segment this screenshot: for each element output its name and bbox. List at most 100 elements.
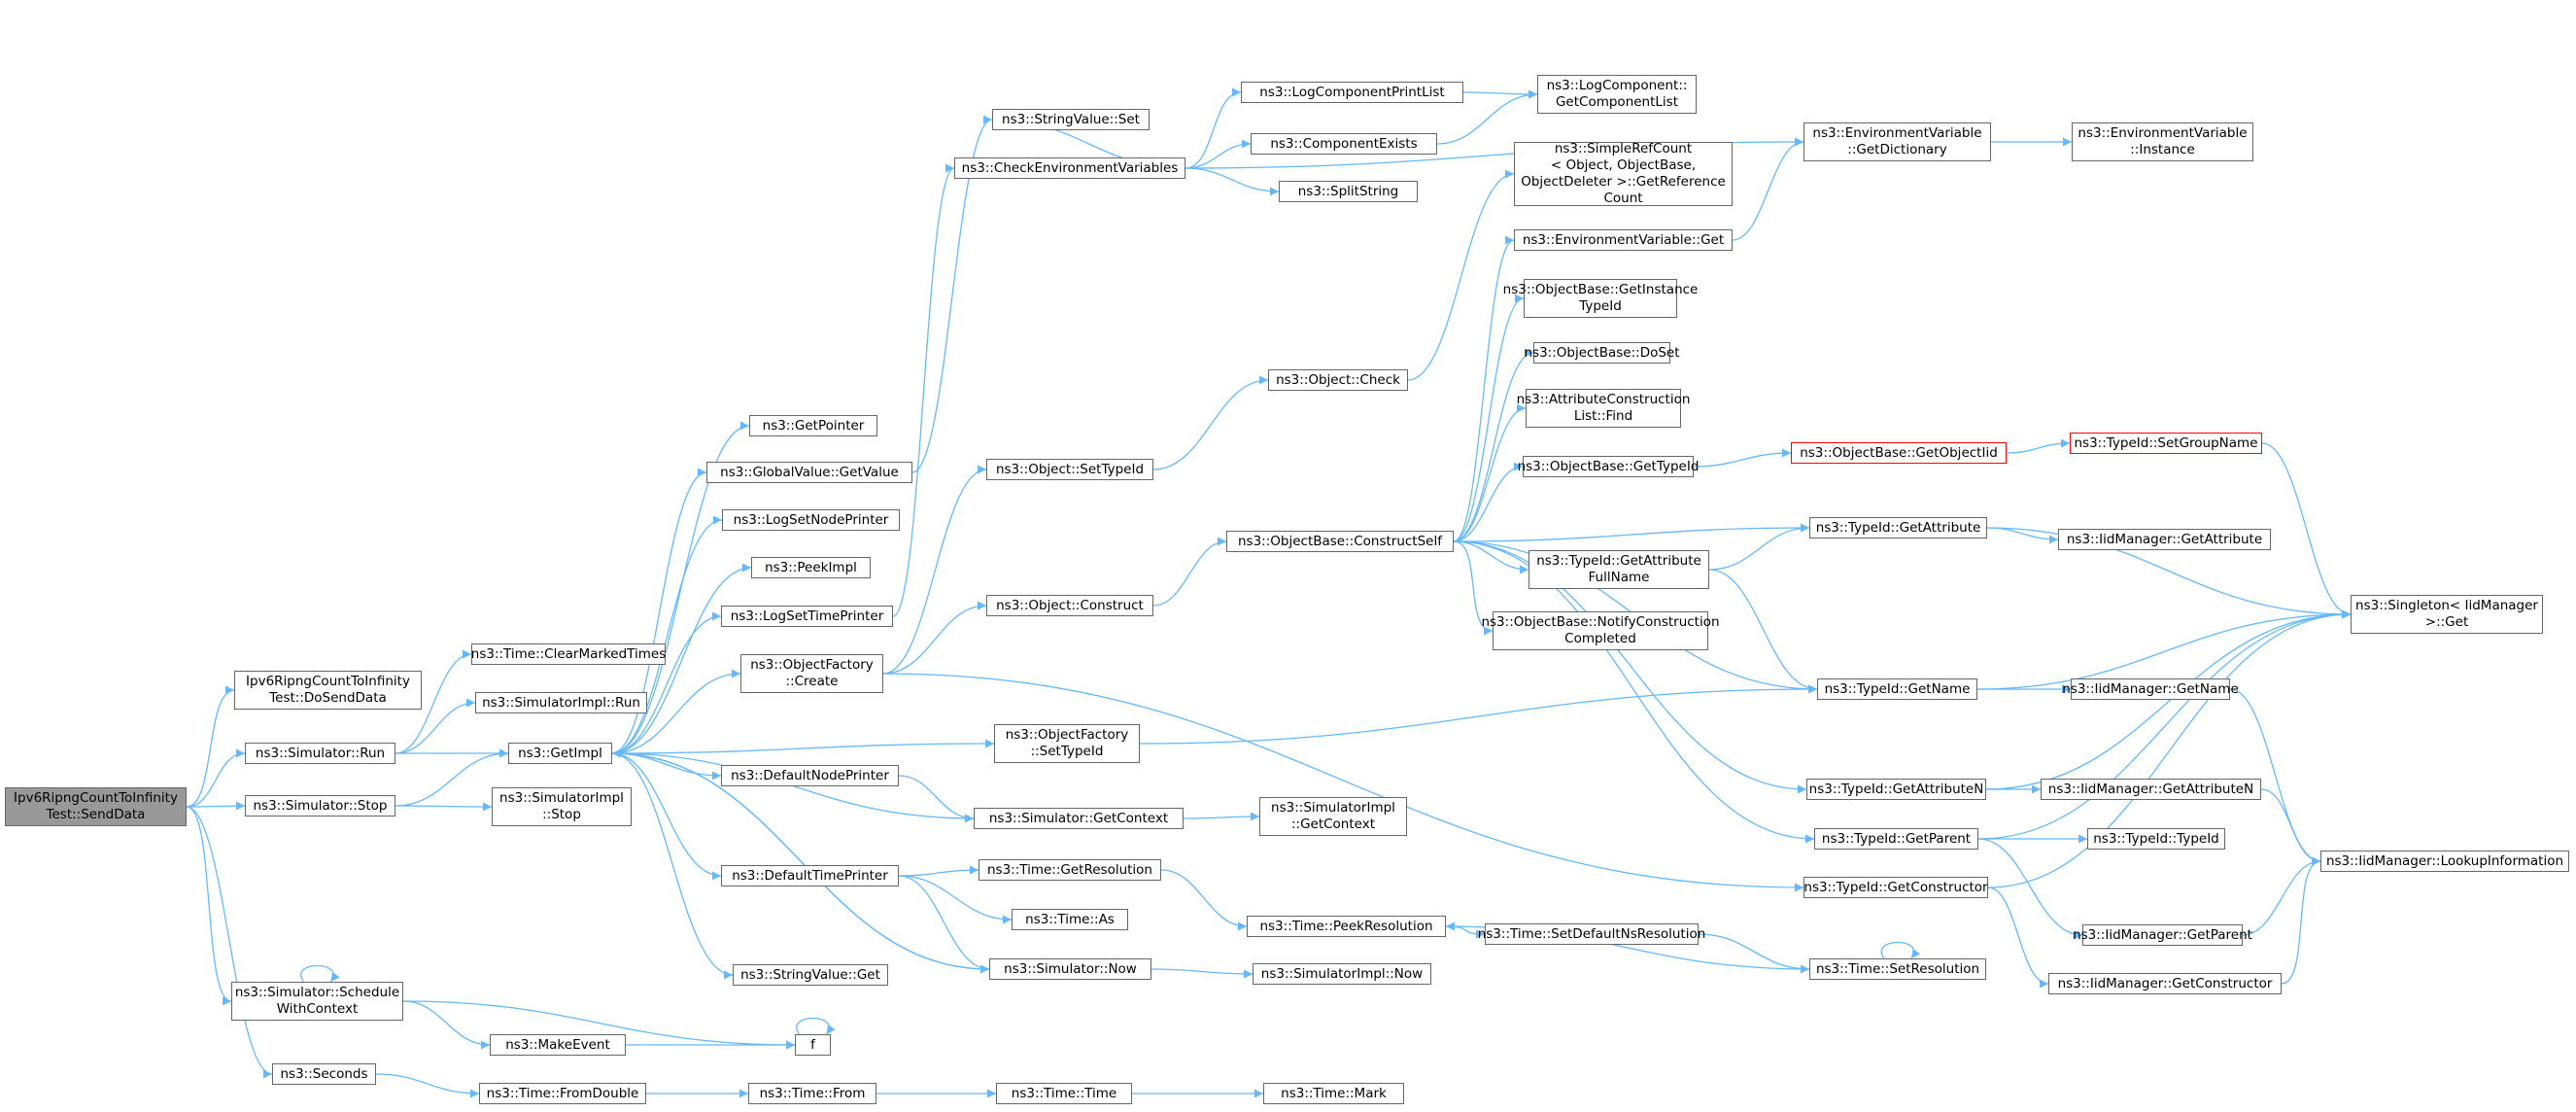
graph-node-peekres[interactable]: ns3::Time::PeekResolution: [1247, 916, 1446, 937]
graph-node-label: ::Stop: [542, 807, 581, 822]
graph-node-clearmarked[interactable]: ns3::Time::ClearMarkedTimes: [471, 643, 666, 665]
graph-node-f[interactable]: f: [795, 1034, 831, 1056]
graph-node-label: ::GetContext: [1290, 817, 1376, 832]
graph-node-tidtypeid[interactable]: ns3::TypeId::TypeId: [2087, 828, 2225, 850]
graph-node-ofcreate[interactable]: ns3::ObjectFactory::Create: [740, 654, 883, 693]
edge-simrun-to-clearmarked: [395, 649, 472, 754]
graph-node-label: ns3::TypeId::GetAttributeN: [1808, 781, 1984, 797]
graph-node-svget[interactable]: ns3::StringValue::Get: [733, 964, 888, 986]
graph-node-getimpl[interactable]: ns3::GetImpl: [508, 743, 612, 764]
edge-schedctx-to-f: [402, 1000, 796, 1050]
edge-seconds-to-fromdouble: [375, 1073, 480, 1098]
graph-node-tidgetattr[interactable]: ns3::TypeId::GetAttribute: [1809, 517, 1987, 539]
graph-node-label: ns3::ObjectBase::DoSet: [1524, 344, 1680, 361]
graph-node-timegetres[interactable]: ns3::Time::GetResolution: [979, 859, 1161, 881]
graph-node-obgettypeid[interactable]: ns3::ObjectBase::GetTypeId: [1518, 456, 1699, 477]
graph-node-singletonget[interactable]: ns3::Singleton< IidManager>::Get: [2351, 595, 2543, 634]
graph-node-makeevent[interactable]: ns3::MakeEvent: [490, 1034, 626, 1056]
graph-node-checkenv[interactable]: ns3::CheckEnvironmentVariables: [954, 157, 1185, 179]
edge-construct-to-tidgetparent: [1453, 540, 1815, 844]
graph-node-logtimeprinter[interactable]: ns3::LogSetTimePrinter: [721, 606, 893, 627]
graph-node-iidgetattr[interactable]: ns3::IidManager::GetAttribute: [2058, 529, 2271, 550]
graph-node-construct[interactable]: ns3::ObjectBase::ConstructSelf: [1226, 531, 1454, 552]
graph-node-timetime[interactable]: ns3::Time::Time: [996, 1083, 1132, 1104]
graph-node-timeas[interactable]: ns3::Time::As: [1012, 909, 1128, 930]
graph-node-label: ns3::SimpleRefCount: [1554, 141, 1693, 156]
edge-getimpl-to-lognodeprinter: [611, 515, 723, 754]
graph-node-doset[interactable]: ns3::ObjectBase::DoSet: [1524, 342, 1680, 364]
graph-node-lognodeprinter[interactable]: ns3::LogSetNodePrinter: [722, 509, 900, 531]
graph-node-timesetres[interactable]: ns3::Time::SetResolution: [1809, 958, 1986, 980]
graph-node-peekimpl[interactable]: ns3::PeekImpl: [751, 557, 871, 578]
graph-node-label: ns3::TypeId::TypeId: [2093, 830, 2219, 847]
graph-node-iidlookup[interactable]: ns3::IidManager::LookupInformation: [2320, 851, 2569, 872]
graph-node-logcompprint[interactable]: ns3::LogComponentPrintList: [1241, 82, 1463, 103]
graph-node-simstop[interactable]: ns3::Simulator::Stop: [245, 795, 395, 817]
graph-node-label: ns3::ComponentExists: [1270, 135, 1418, 152]
edge-timesetres-to-timesetres: [1880, 941, 1921, 959]
graph-node-tidsetgroup[interactable]: ns3::TypeId::SetGroupName: [2070, 433, 2262, 454]
graph-node-seconds[interactable]: ns3::Seconds: [272, 1063, 376, 1085]
graph-node-objconstruct[interactable]: ns3::Object::Construct: [986, 595, 1153, 616]
graph-node-simgetctx[interactable]: ns3::Simulator::GetContext: [974, 808, 1184, 829]
graph-node-timefrom[interactable]: ns3::Time::From: [748, 1083, 876, 1104]
graph-node-getpointer[interactable]: ns3::GetPointer: [749, 415, 877, 436]
graph-node-iidgetattrn[interactable]: ns3::IidManager::GetAttributeN: [2041, 779, 2261, 800]
graph-node-fromdouble[interactable]: ns3::Time::FromDouble: [479, 1083, 646, 1104]
edge-simstop-to-implstop: [395, 802, 493, 812]
graph-node-svset[interactable]: ns3::StringValue::Set: [992, 109, 1150, 130]
graph-node-tidgetparent[interactable]: ns3::TypeId::GetParent: [1814, 828, 1978, 850]
edge-envget-to-envgetdict: [1732, 137, 1804, 241]
edge-tidgetattrfull-to-tidgetattr: [1708, 523, 1810, 571]
graph-node-timemark[interactable]: ns3::Time::Mark: [1263, 1083, 1404, 1104]
graph-node-objsettypeid[interactable]: ns3::Object::SetTypeId: [986, 459, 1153, 480]
graph-node-splitstring[interactable]: ns3::SplitString: [1279, 181, 1418, 202]
graph-node-obgetobjectiid[interactable]: ns3::ObjectBase::GetObjectIid: [1791, 442, 2007, 464]
graph-node-iidgetctor[interactable]: ns3::IidManager::GetConstructor: [2048, 973, 2282, 994]
graph-node-getcomplist[interactable]: ns3::LogComponent::GetComponentList: [1537, 75, 1697, 114]
graph-node-implstop[interactable]: ns3::SimulatorImpl::Stop: [492, 787, 632, 826]
graph-node-label: ns3::PeekImpl: [765, 559, 857, 575]
graph-node-iidgetparent[interactable]: ns3::IidManager::GetParent: [2073, 924, 2252, 946]
graph-node-gvgetvalue[interactable]: ns3::GlobalValue::GetValue: [706, 462, 912, 483]
graph-node-ofsettypeid[interactable]: ns3::ObjectFactory::SetTypeId: [994, 724, 1140, 763]
graph-node-tidgetname[interactable]: ns3::TypeId::GetName: [1817, 678, 1977, 700]
edge-simnow-to-implnow: [1151, 968, 1254, 979]
graph-node-tidgetattrn[interactable]: ns3::TypeId::GetAttributeN: [1806, 779, 1986, 800]
graph-node-simrun[interactable]: ns3::Simulator::Run: [245, 743, 395, 764]
graph-node-implrun[interactable]: ns3::SimulatorImpl::Run: [475, 692, 647, 713]
graph-node-compexists[interactable]: ns3::ComponentExists: [1251, 133, 1437, 155]
graph-node-label: ns3::Simulator::GetContext: [988, 810, 1169, 826]
edge-logtimeprinter-to-checkenv: [892, 163, 955, 617]
edge-construct-to-doset: [1453, 348, 1534, 542]
edge-construct-to-tidgetattrfull: [1453, 540, 1529, 574]
graph-node-implnow[interactable]: ns3::SimulatorImpl::Now: [1253, 963, 1431, 985]
graph-node-iidgetname[interactable]: ns3::IidManager::GetName: [2062, 678, 2239, 700]
graph-node-simnow[interactable]: ns3::Simulator::Now: [989, 958, 1151, 980]
graph-node-implgetctx[interactable]: ns3::SimulatorImpl::GetContext: [1259, 797, 1407, 836]
graph-node-label: Count: [1603, 191, 1643, 206]
edge-root-to-seconds: [186, 806, 273, 1079]
graph-node-simplerefcount[interactable]: ns3::SimpleRefCount< Object, ObjectBase,…: [1514, 141, 1733, 206]
edge-construct-to-obgettypeid: [1453, 462, 1524, 542]
graph-node-label: ns3::IidManager::GetConstructor: [2057, 975, 2273, 991]
edge-tidsetgroup-to-singletonget: [2261, 442, 2352, 619]
graph-node-deftimeprinter[interactable]: ns3::DefaultTimePrinter: [721, 865, 899, 886]
graph-node-objcheck[interactable]: ns3::Object::Check: [1268, 369, 1408, 391]
graph-node-label: ::Instance: [2130, 142, 2195, 157]
graph-node-defnodeprinter[interactable]: ns3::DefaultNodePrinter: [721, 765, 899, 786]
graph-node-envinstance[interactable]: ns3::EnvironmentVariable::Instance: [2072, 122, 2253, 161]
edge-ofsettypeid-to-tidgetname: [1139, 684, 1818, 745]
graph-node-label: ns3::Time::Time: [1011, 1085, 1117, 1101]
graph-node-envget[interactable]: ns3::EnvironmentVariable::Get: [1514, 229, 1733, 251]
graph-node-envgetdict[interactable]: ns3::EnvironmentVariable::GetDictionary: [1803, 122, 1991, 161]
graph-node-tidgetctor[interactable]: ns3::TypeId::GetConstructor: [1803, 877, 1988, 898]
graph-node-setdefaultres[interactable]: ns3::Time::SetDefaultNsResolution: [1478, 923, 1705, 945]
